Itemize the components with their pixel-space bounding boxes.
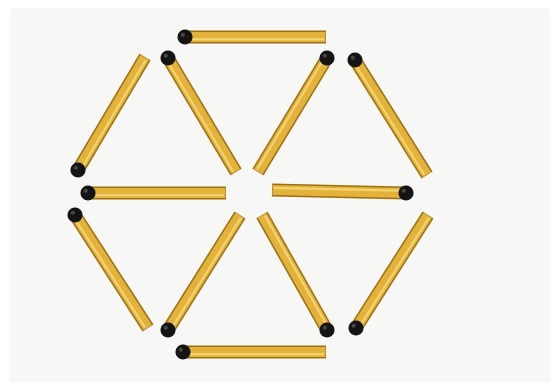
matchstick-head-shine [164,326,168,330]
matchstick-head-shine [352,324,356,328]
matchstick-head [399,186,414,201]
matchstick-highlight [360,218,429,326]
matchstick-highlight [82,60,146,168]
matchstick-top[interactable] [178,30,327,45]
matchstick-head [71,163,86,178]
matchstick-upper-left-outer[interactable] [71,57,146,178]
matchstick-head-shine [71,211,75,215]
matchstick-body [358,215,428,324]
matchstick-bottom[interactable] [176,345,327,360]
matchstick-middle-left[interactable] [81,186,227,201]
matchstick-body [357,63,427,174]
matchstick-head-shine [179,348,183,352]
matchstick-body [170,61,236,171]
matchstick-lower-left-outer[interactable] [68,208,149,329]
matchstick-head-shine [74,166,78,170]
matchstick-upper-left-inner[interactable] [161,51,237,173]
matchstick-head [161,323,176,338]
matchstick-head [320,323,335,338]
matchstick-body [80,57,145,166]
matchstick-body [262,215,325,326]
matchstick-lower-right-inner[interactable] [262,215,335,338]
matchstick-highlight [75,220,145,328]
matchstick-highlight [168,63,233,172]
matchstick-head-shine [323,54,327,58]
matchstick-head [349,321,364,336]
matchstick-middle-right[interactable] [272,186,414,201]
matchstick-head-shine [84,189,88,193]
matchstick-head [176,345,191,360]
matchstick-lower-left-inner[interactable] [161,215,241,338]
matchstick-upper-right-inner[interactable] [257,51,334,173]
matchstick-lower-right-outer[interactable] [349,215,429,336]
matchstick-head [81,186,96,201]
matchstick-head-shine [351,56,355,60]
matchstick-highlight [355,65,424,175]
matchstick-head [178,30,193,45]
matchstick-head [68,208,83,223]
matchstick-head-shine [323,326,327,330]
matchstick-highlight [172,218,241,328]
matchstick-head [320,51,335,66]
matchstick-body [170,215,240,326]
matchstick-head-shine [181,33,185,37]
matchstick-head [348,53,363,68]
matchstick-highlight [257,60,323,169]
matchstick-head [161,51,176,66]
matchstick-highlight [265,216,327,326]
matchstick-upper-right-outer[interactable] [348,53,428,176]
matchstick-head-shine [164,54,168,58]
matchstick-body [258,61,325,171]
matchstick-body [77,218,148,327]
matchstick-head-shine [402,189,406,193]
